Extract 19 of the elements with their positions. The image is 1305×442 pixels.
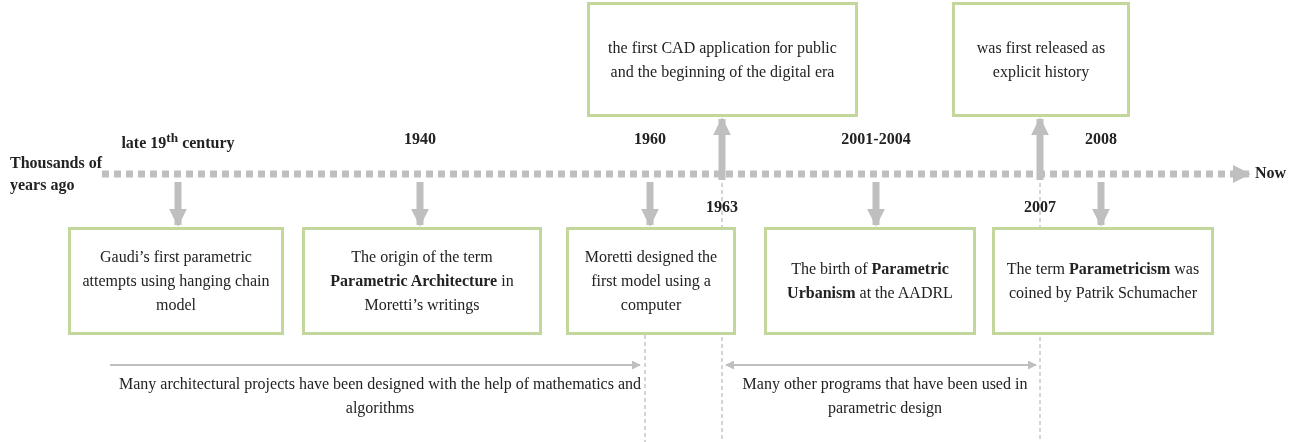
date-label: 1963	[706, 198, 738, 216]
event-box: The term Parametricism was coined by Patrik Schumacher	[992, 227, 1214, 335]
arrow	[713, 117, 731, 180]
event-box: was first released as explicit history	[952, 2, 1130, 117]
timeline-end-label: Now	[1255, 162, 1300, 186]
date-label: 1960	[634, 130, 666, 148]
date-label: 2008	[1085, 130, 1117, 148]
event-box: Moretti designed the first model using a computer	[566, 227, 736, 335]
period-note: Many architectural projects have been designed with the help of mathematics and algorithms	[118, 374, 642, 419]
event-box: The origin of the term Parametric Architecture in Moretti’s writings	[302, 227, 542, 335]
event-box: the first CAD application for public and the beginning of the digital era	[587, 2, 858, 117]
date-label: 2007	[1024, 198, 1056, 216]
period-note: Many other programs that have been used in parametric design	[741, 374, 1029, 419]
date-label: 1940	[404, 130, 436, 148]
date-label: 2001-2004	[841, 130, 911, 148]
timeline-end-label: Thousands of years ago	[10, 152, 110, 198]
event-box: The birth of Parametric Urbanism at the AADRL	[764, 227, 976, 335]
date-label: late 19$^{th}$ century	[121, 130, 235, 153]
event-box: Gaudi’s first parametric attempts using hanging chain model	[68, 227, 284, 335]
